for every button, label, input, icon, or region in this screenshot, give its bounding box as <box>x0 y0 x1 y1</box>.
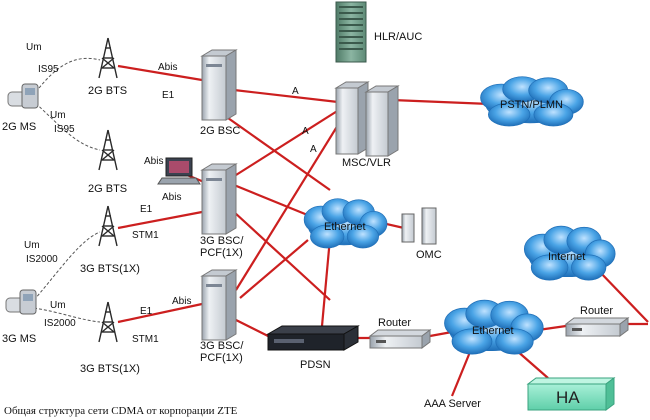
internet-label: Internet <box>548 251 585 263</box>
bts-2g-mid-label: 2G BTS <box>88 183 127 195</box>
link-label-abis: Abis <box>172 296 191 307</box>
link-label-e1: E1 <box>162 90 175 101</box>
link-label-abis: Abis <box>162 192 181 203</box>
phone-icon <box>7 83 39 109</box>
bsc-3g-bot-label-line2: PCF(1X) <box>200 352 243 364</box>
link-label-stm1: STM1 <box>132 230 159 241</box>
omc-server-icon <box>401 207 437 245</box>
tower-icon <box>98 205 118 247</box>
link-label-um: Um <box>50 300 66 311</box>
bsc-3g-bot-label-line1: 3G BSC/ <box>200 340 244 352</box>
msc-label: MSC/VLR <box>342 157 391 169</box>
link-label-a: A <box>310 144 317 155</box>
router-2-label: Router <box>580 305 613 317</box>
link-label-um: Um <box>24 240 40 251</box>
link-label-um: Um <box>50 110 66 121</box>
link-label-a: A <box>302 126 309 137</box>
bsc-3g-top-label-line2: PCF(1X) <box>200 247 243 259</box>
ethernet-pdsn-label: Ethernet <box>472 325 514 337</box>
hlr-rack-icon <box>335 1 367 63</box>
diagram-caption: Общая структура сети CDMA от корпорации … <box>4 405 238 417</box>
pdsn-device-icon <box>266 325 360 351</box>
router-icon <box>564 317 630 337</box>
link-label-e1: E1 <box>140 204 153 215</box>
bts-3g-mid-label: 3G BTS(1X) <box>80 263 140 275</box>
server-icon <box>200 269 238 341</box>
ms-3g-label: 3G MS <box>2 333 36 345</box>
ha-label: HA <box>556 388 580 407</box>
laptop-icon <box>157 157 201 185</box>
hlr-label: HLR/AUC <box>374 31 422 43</box>
link-label-a: A <box>292 86 299 97</box>
tower-icon <box>98 37 118 79</box>
ms-2g-label: 2G MS <box>2 121 36 133</box>
pdsn-label: PDSN <box>300 359 331 371</box>
ha-box <box>526 377 616 411</box>
air-interface-dashes <box>31 57 101 323</box>
server-icon <box>200 163 238 235</box>
phone-icon <box>5 289 37 315</box>
bts-3g-bot-label: 3G BTS(1X) <box>80 363 140 375</box>
link-label-is2000: IS2000 <box>26 254 58 265</box>
link-label-is95: IS95 <box>54 124 75 135</box>
link-label-abis: Abis <box>144 156 163 167</box>
link-label-is2000: IS2000 <box>44 318 76 329</box>
bsc-3g-top-label-line1: 3G BSC/ <box>200 235 244 247</box>
tower-icon <box>98 301 118 343</box>
tower-icon <box>98 129 118 171</box>
router-icon <box>368 329 432 349</box>
link-label-um: Um <box>26 42 42 53</box>
omc-label: OMC <box>416 249 442 261</box>
pstn-label: PSTN/PLMN <box>500 99 563 111</box>
msc-server-icon <box>334 81 400 157</box>
link-label-stm1: STM1 <box>132 334 159 345</box>
link-label-e1: E1 <box>140 306 153 317</box>
bts-2g-top-label: 2G BTS <box>88 85 127 97</box>
aaa-label: AAA Server <box>424 398 481 410</box>
server-icon <box>200 49 238 121</box>
link-label-is95: IS95 <box>38 64 59 75</box>
link-lines <box>117 64 649 397</box>
bsc-2g-label: 2G BSC <box>200 125 240 137</box>
router-1-label: Router <box>378 317 411 329</box>
ethernet-core-label: Ethernet <box>324 221 366 233</box>
link-label-abis: Abis <box>158 62 177 73</box>
